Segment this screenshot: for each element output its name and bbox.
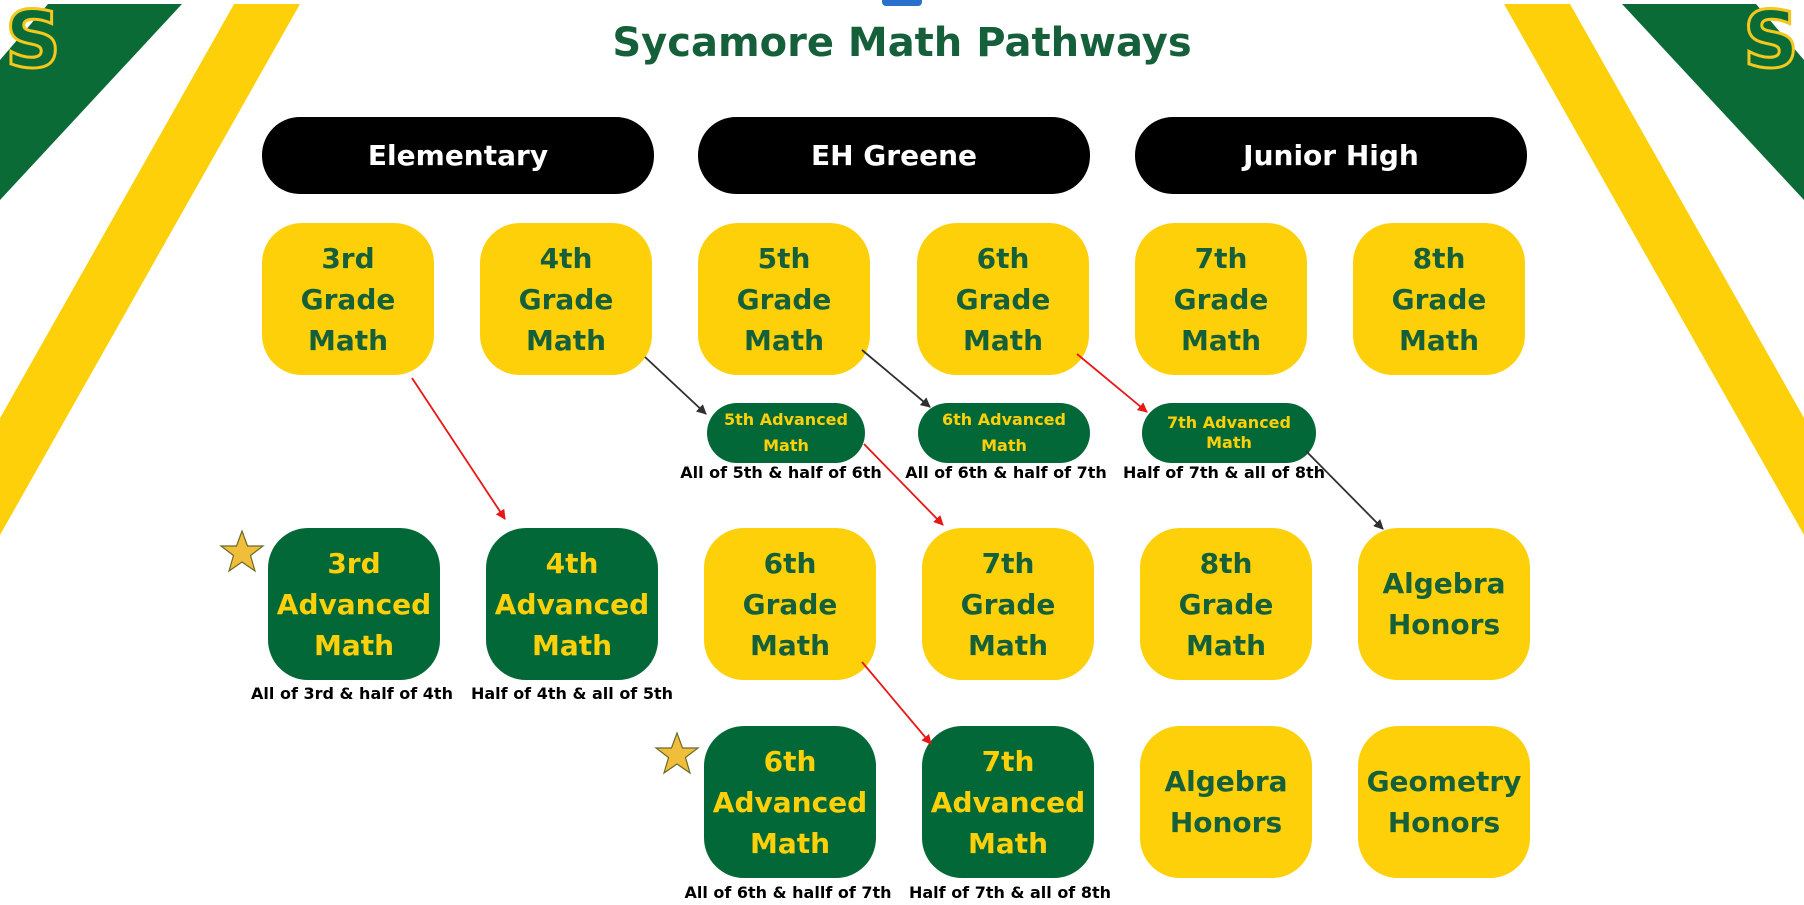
course-3rd-grade-math: 3rd Grade Math — [262, 223, 434, 375]
header-elementary: Elementary — [262, 117, 654, 194]
pill-7th-advanced-math: 7th Advanced Math — [1142, 403, 1316, 463]
star-icon — [654, 731, 700, 775]
pill-6th-advanced-math: 6th Advanced Math — [918, 403, 1090, 463]
course-8th-grade-math-row2: 8th Grade Math — [1140, 528, 1312, 680]
sycamore-logo-left: S — [3, 0, 62, 86]
note-3rd-advanced: All of 3rd & half of 4th — [251, 684, 453, 703]
course-8th-grade-math: 8th Grade Math — [1353, 223, 1525, 375]
course-3rd-advanced-math: 3rd Advanced Math — [268, 528, 440, 680]
note-6th-advanced-row3: All of 6th & hallf of 7th — [684, 883, 892, 902]
note-6th-advanced: All of 6th & half of 7th — [905, 463, 1107, 482]
note-4th-advanced: Half of 4th & all of 5th — [470, 684, 674, 703]
course-6th-advanced-math: 6th Advanced Math — [704, 726, 876, 878]
pill-5th-advanced-math: 5th Advanced Math — [707, 403, 865, 463]
header-eh-greene: EH Greene — [698, 117, 1090, 194]
course-7th-grade-math: 7th Grade Math — [1135, 223, 1307, 375]
header-junior-high: Junior High — [1135, 117, 1527, 194]
note-7th-advanced-row3: Half of 7th & all of 8th — [908, 883, 1112, 902]
top-scroll-tab[interactable] — [882, 0, 922, 6]
course-algebra-honors-row3: Algebra Honors — [1140, 726, 1312, 878]
note-7th-advanced: Half of 7th & all of 8th — [1122, 463, 1326, 482]
course-6th-grade-math: 6th Grade Math — [917, 223, 1089, 375]
course-geometry-honors: Geometry Honors — [1358, 726, 1530, 878]
course-algebra-honors-row2: Algebra Honors — [1358, 528, 1530, 680]
note-5th-advanced: All of 5th & half of 6th — [680, 463, 882, 482]
course-6th-grade-math-row2: 6th Grade Math — [704, 528, 876, 680]
page-title: Sycamore Math Pathways — [612, 20, 1192, 66]
course-4th-grade-math: 4th Grade Math — [480, 223, 652, 375]
course-7th-advanced-math: 7th Advanced Math — [922, 726, 1094, 878]
course-7th-grade-math-row2: 7th Grade Math — [922, 528, 1094, 680]
course-5th-grade-math: 5th Grade Math — [698, 223, 870, 375]
sycamore-logo-right: S — [1741, 0, 1800, 86]
course-4th-advanced-math: 4th Advanced Math — [486, 528, 658, 680]
star-icon — [219, 529, 265, 573]
